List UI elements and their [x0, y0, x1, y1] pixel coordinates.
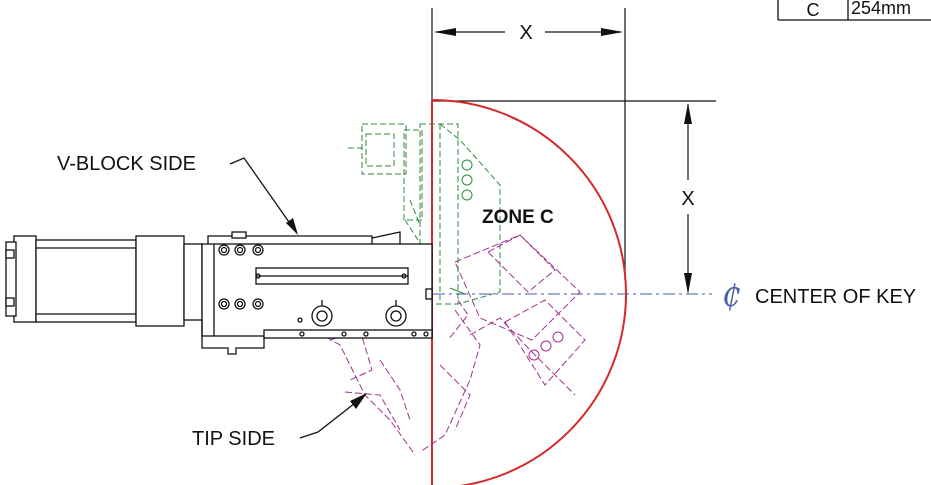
dim-x-top-label: X [519, 22, 532, 44]
zone-table: C 254mm [777, 0, 931, 21]
phantom-rotated-position [299, 234, 586, 456]
table-zone-cell: C [807, 0, 820, 20]
tip-side-label: TIP SIDE [192, 428, 275, 450]
vblock-side-label: V-BLOCK SIDE [57, 153, 196, 175]
clamp-tool-body [5, 231, 433, 355]
centerline-symbol: ₵ [722, 279, 741, 314]
tip-side-callout: TIP SIDE [192, 393, 367, 450]
zone-label: ZONE C [482, 207, 554, 228]
dimension-x-top: X [431, 8, 626, 300]
phantom-upper-position [348, 123, 501, 305]
table-value-cell: 254mm [851, 0, 911, 18]
dimension-x-right: X [432, 100, 716, 294]
center-of-key-label: CENTER OF KEY [755, 286, 916, 308]
dim-x-right-label: X [681, 188, 694, 210]
vblock-side-callout: V-BLOCK SIDE [57, 153, 298, 235]
center-of-key-callout: ₵ CENTER OF KEY [722, 279, 916, 314]
